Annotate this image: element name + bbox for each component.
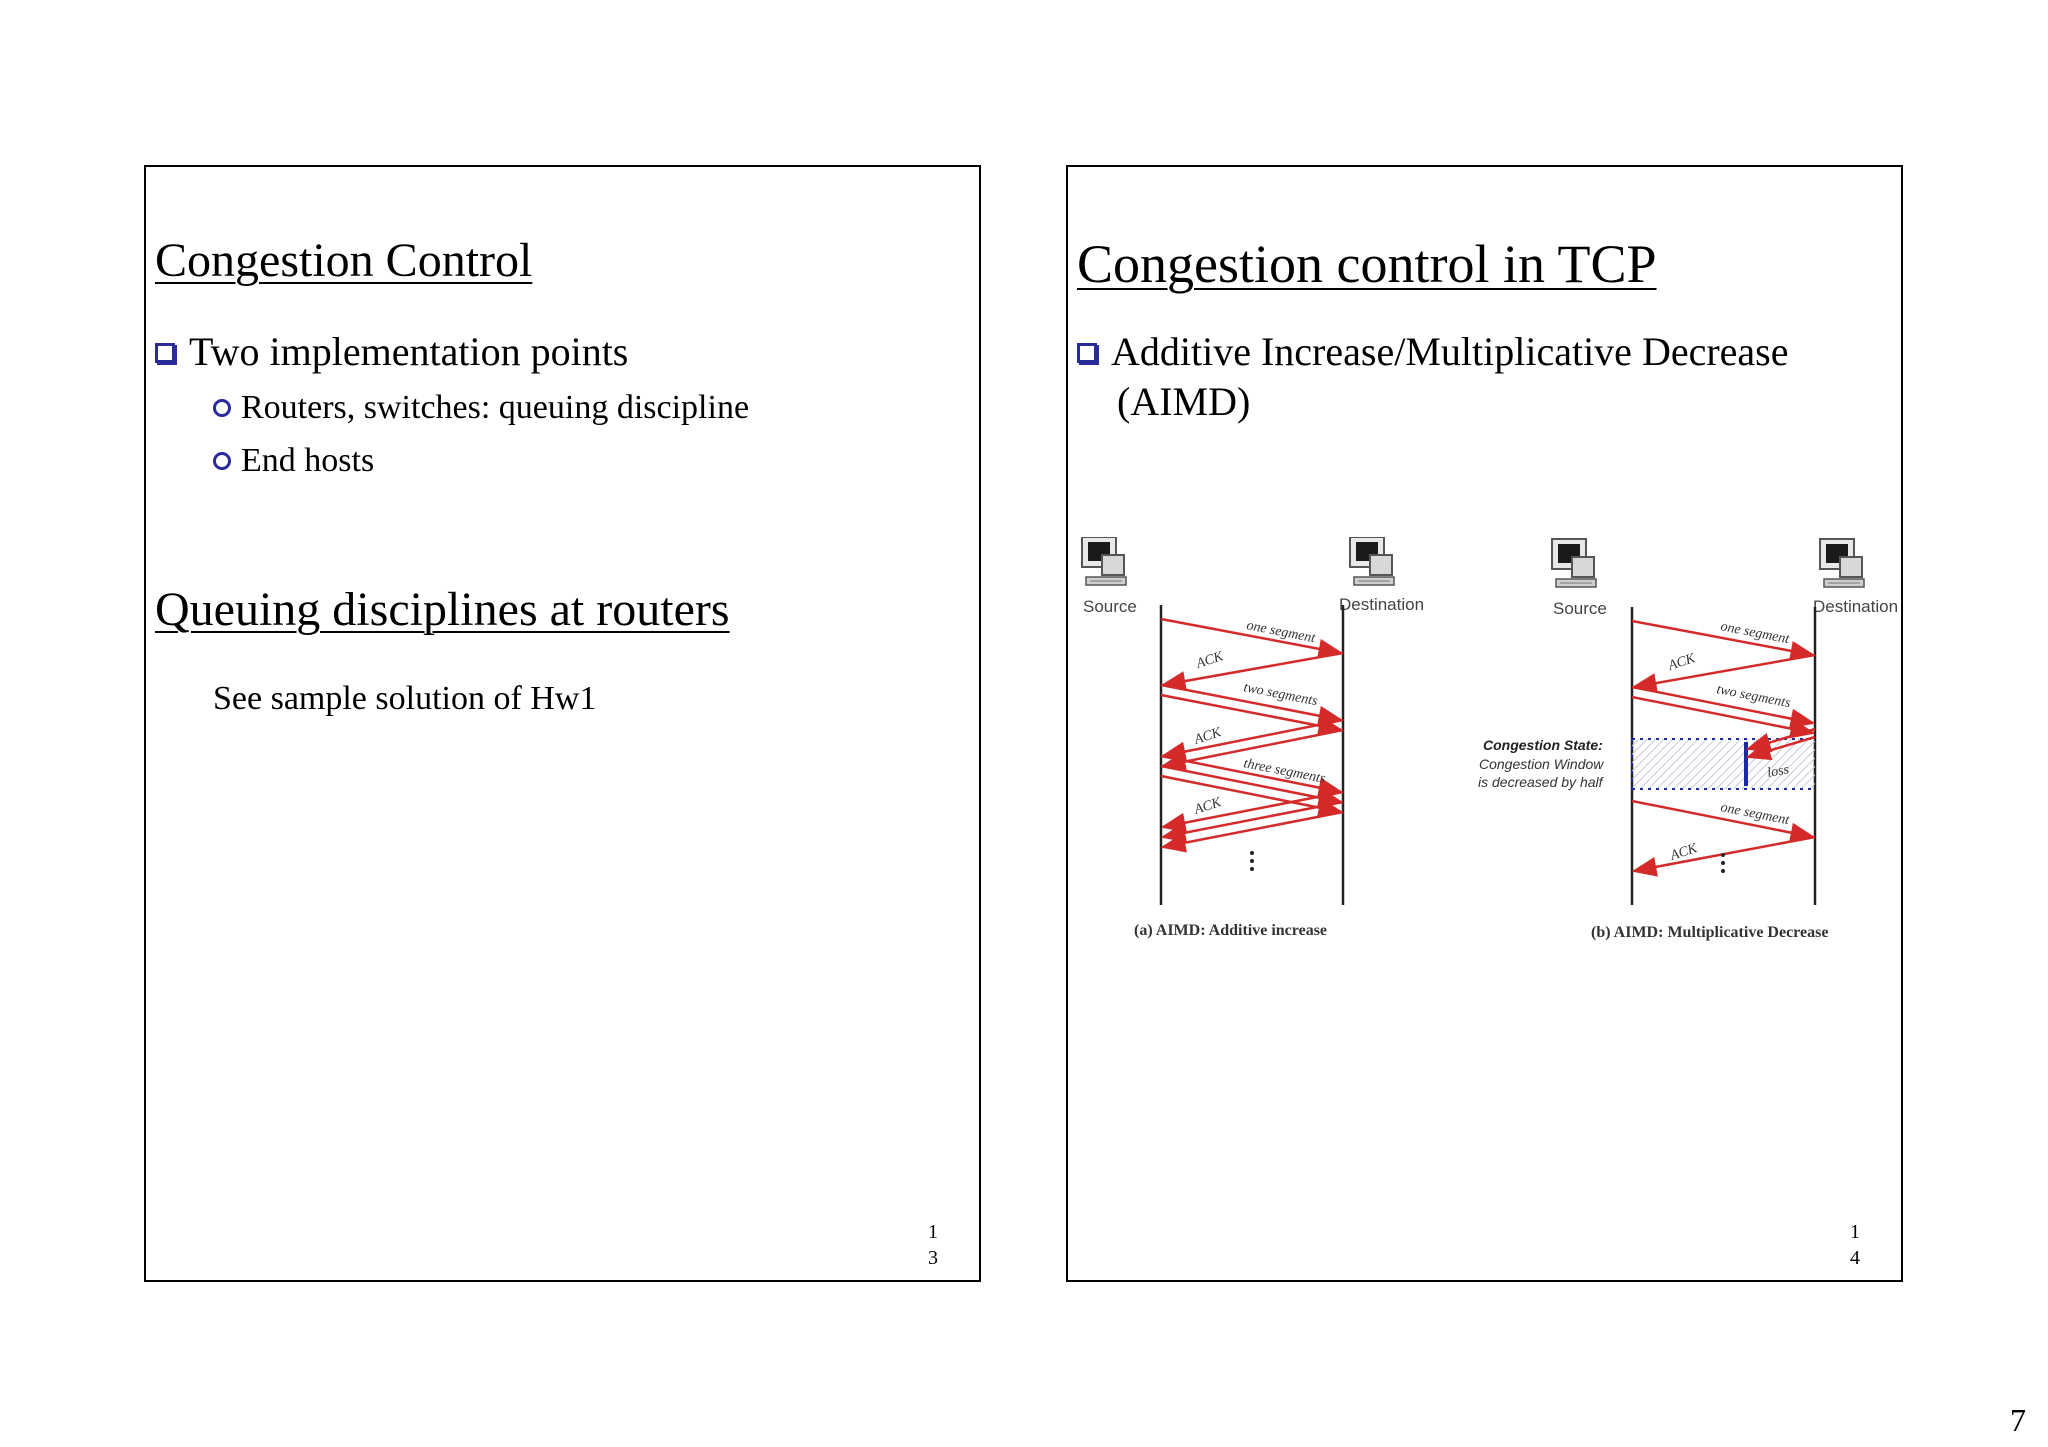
diagram-b: Source Destination one segment ACK two s…	[1478, 538, 1898, 941]
computer-icon	[1551, 538, 1597, 588]
arrow-label: ACK	[1192, 795, 1224, 818]
aimd-diagram: Source Destination one segment ACK two s	[1081, 537, 1898, 941]
destination-label: Destination	[1339, 595, 1424, 614]
source-label: Source	[1083, 597, 1137, 616]
slide-title: Congestion control in TCP	[1077, 234, 1657, 294]
slide-13: Congestion Control Two implementation po…	[144, 165, 981, 1282]
congestion-state-line: is decreased by half	[1478, 774, 1605, 790]
sub-bullet-text: End hosts	[241, 442, 375, 479]
section-title: Queuing disciplines at routers	[155, 583, 730, 636]
destination-label: Destination	[1813, 597, 1898, 616]
square-bullet-icon	[155, 343, 175, 363]
computer-icon	[1349, 537, 1395, 586]
slide-title: Congestion Control	[155, 234, 533, 287]
computer-icon	[1819, 538, 1865, 588]
square-bullet-icon	[1077, 343, 1097, 363]
bullet-item: Additive Increase/Multiplicative Decreas…	[1077, 327, 1788, 427]
note-text: See sample solution of Hw1	[213, 680, 597, 717]
sub-bullet-item: End hosts	[213, 441, 374, 481]
bullet-text: Two implementation points	[189, 329, 629, 374]
arrow-label: one segment	[1719, 800, 1791, 828]
diagram-caption: (b) AIMD: Multiplicative Decrease	[1591, 924, 1828, 941]
loss-label: loss	[1766, 762, 1791, 781]
computer-icon	[1081, 537, 1127, 586]
sub-bullet-item: Routers, switches: queuing discipline	[213, 388, 749, 428]
congestion-state-line: Congestion Window	[1479, 756, 1604, 772]
congestion-state-title: Congestion State:	[1483, 737, 1603, 753]
source-label: Source	[1553, 599, 1607, 618]
diagram-caption: (a) AIMD: Additive increase	[1134, 922, 1327, 939]
sub-bullet-text: Routers, switches: queuing discipline	[241, 389, 750, 426]
arrow-label: ACK	[1666, 651, 1698, 674]
bullet-text-continued: (AIMD)	[1117, 379, 1251, 424]
diagram-a: Source Destination one segment ACK two s	[1081, 537, 1424, 939]
circle-bullet-icon	[213, 452, 231, 470]
arrow-label: three segments	[1242, 756, 1327, 787]
slide-14: Congestion control in TCP Additive Incre…	[1066, 165, 1903, 1282]
bullet-text: Additive Increase/Multiplicative Decreas…	[1111, 329, 1789, 374]
circle-bullet-icon	[213, 399, 231, 417]
arrow-label: ACK	[1194, 649, 1226, 672]
bullet-item: Two implementation points	[155, 327, 628, 377]
arrow-label: two segments	[1242, 680, 1319, 709]
page-number: 7	[2010, 1402, 2026, 1438]
